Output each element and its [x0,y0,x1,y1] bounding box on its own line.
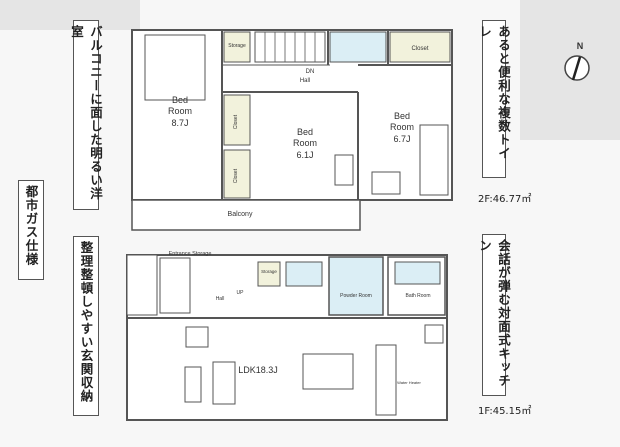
fridge [424,324,444,344]
callout-city-gas: 都市ガス仕様 [18,180,44,280]
storage-1f [257,261,281,287]
callout-kitchen: 会話が弾む対面式キッチン [477,234,511,396]
sofa [212,361,236,405]
room-label: Closet [233,114,239,129]
room-size: 6.7J [393,134,410,144]
room-label: Bed [172,95,188,105]
room-label: Bed [394,111,410,121]
closet-mid-1 [223,94,251,146]
room-label: Bath Room [405,293,430,299]
room-label: Entrance Storage [169,251,212,257]
room-label: Bed [297,127,313,137]
room-label: DN [306,69,315,75]
callout-multiple-toilets: あると便利な複数トイレ [477,20,511,178]
desk [334,154,354,186]
compass-icon: N [564,41,590,81]
room-label: UP [237,290,245,296]
sofa [185,326,209,348]
room-size: 8.7J [171,118,188,128]
room-label: Storage [228,43,246,49]
room-label: Room [390,122,414,132]
closet-mid-2 [223,149,251,199]
entrance [126,254,158,316]
floor-2-area: 2F:46.77㎡ [478,194,532,205]
floor-1-plan [126,254,448,421]
room-label: Hall [216,296,225,302]
callout-entrance-storage: 整理整頓しやすい玄関収納 [73,236,99,416]
callout-balcony-room: バルコニーに面した明るい洋室 [69,20,103,210]
stairs [254,31,326,63]
floor-2-plan [131,29,453,231]
room-size: LDK18.3J [238,365,278,375]
background-shade [0,0,140,30]
toilet-2f [329,31,387,63]
room-label: Water Heater [397,380,421,385]
table [184,366,202,403]
kitchen-counter [375,344,397,416]
floor-1-area: 1F:45.15㎡ [478,406,532,417]
bed-furniture [419,124,449,196]
room-label: Closet [233,168,239,183]
storage-2f [223,31,251,63]
room-label: Closet [411,46,428,52]
room-size: 6.1J [296,150,313,160]
powder-room [328,256,384,316]
bed-furniture [144,34,206,101]
desk [371,171,401,195]
closet-top [389,31,451,63]
bathtub [394,261,441,285]
room-label: Room [168,106,192,116]
room-label: Storage [261,269,277,274]
room-label: Balcony [228,211,253,218]
entrance-storage [159,257,191,314]
room-label: Hall [300,78,310,84]
toilet-1f [285,261,323,287]
compass-label: N [577,41,584,51]
room-label: Powder Room [340,293,372,299]
balcony [131,199,361,231]
room-label: Room [293,138,317,148]
dining-table [302,353,354,390]
